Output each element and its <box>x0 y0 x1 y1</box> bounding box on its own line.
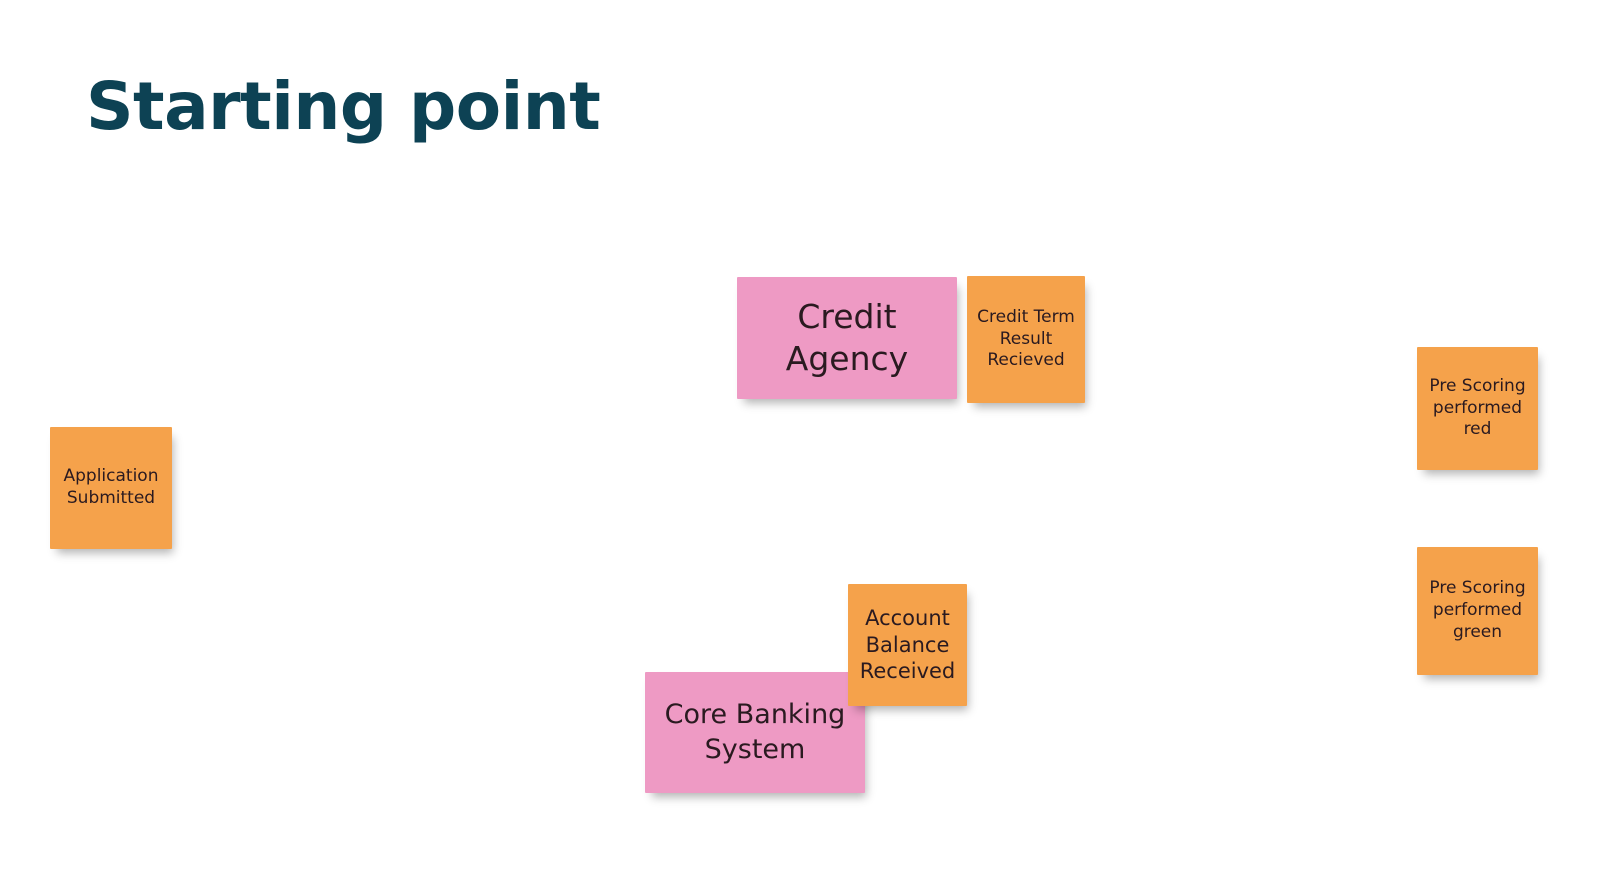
sticky-note-pre-scoring-performed-green[interactable]: Pre Scoring performed green <box>1417 547 1538 675</box>
sticky-note-label: Credit Agency <box>785 296 909 378</box>
sticky-note-core-banking-system[interactable]: Core Banking System <box>645 672 865 793</box>
sticky-note-account-balance-received[interactable]: Account Balance Received <box>848 584 967 706</box>
sticky-note-label: Pre Scoring performed red <box>1429 375 1526 440</box>
sticky-note-pre-scoring-performed-red[interactable]: Pre Scoring performed red <box>1417 347 1538 470</box>
sticky-note-application-submitted[interactable]: Application Submitted <box>50 427 172 549</box>
sticky-note-label: Pre Scoring performed green <box>1429 578 1526 642</box>
sticky-note-label: Core Banking System <box>664 698 846 765</box>
sticky-note-label: Account Balance Received <box>859 605 956 684</box>
page-title: Starting point <box>86 68 601 145</box>
sticky-note-label: Application Submitted <box>63 466 159 508</box>
sticky-note-label: Credit Term Result Recieved <box>977 306 1075 371</box>
sticky-note-credit-term-result-recieved[interactable]: Credit Term Result Recieved <box>967 276 1085 403</box>
sticky-note-credit-agency[interactable]: Credit Agency <box>737 277 957 399</box>
